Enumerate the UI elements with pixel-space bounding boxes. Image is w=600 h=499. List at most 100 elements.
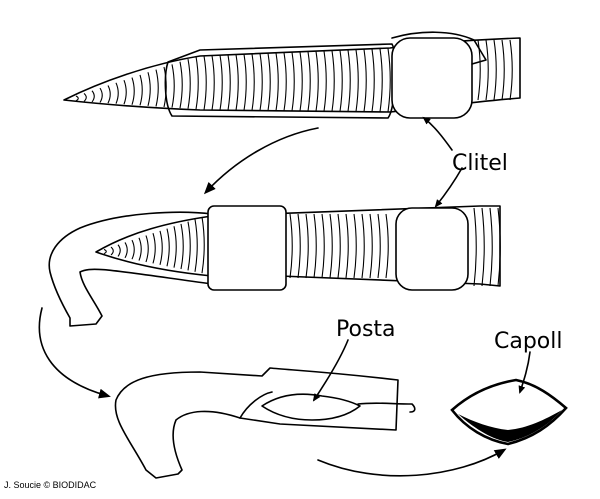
segment-ring — [509, 39, 513, 101]
segment-ring — [355, 49, 359, 112]
process-arrow-2 — [38, 307, 111, 399]
cocoon-tail — [357, 402, 416, 413]
segment-ring — [131, 77, 135, 105]
segment-ring — [243, 54, 247, 111]
segment-ring — [138, 237, 142, 261]
segment-ring — [103, 248, 107, 255]
segment-ring — [283, 52, 287, 111]
segment-ring — [180, 223, 184, 270]
mucus-tube-2 — [48, 211, 213, 327]
segment-ring — [203, 55, 207, 111]
worm-stage-1 — [63, 31, 521, 119]
segment-ring — [347, 49, 351, 112]
process-arrow-1 — [203, 127, 319, 195]
segment-ring — [107, 85, 111, 104]
segment-ring — [305, 213, 309, 279]
segment-ring — [489, 207, 493, 287]
segment-ring — [159, 230, 163, 265]
segment-ring — [297, 213, 301, 279]
process-arrow-3 — [317, 448, 507, 477]
segment-ring — [99, 87, 103, 103]
segment-ring — [377, 213, 381, 279]
segment-ring — [481, 207, 485, 287]
capoll-pointer — [518, 351, 531, 394]
segment-ring — [195, 56, 199, 110]
segment-ring — [152, 233, 156, 264]
segment-ring — [131, 239, 135, 260]
segment-ring — [289, 213, 293, 279]
segment-ring — [194, 219, 198, 272]
segment-ring — [83, 92, 87, 102]
worm-2-segments — [103, 207, 501, 287]
worm-1-segments — [75, 39, 513, 112]
segment-ring — [369, 213, 373, 279]
segment-ring — [251, 53, 255, 111]
segment-ring — [163, 66, 167, 108]
segment-ring — [117, 244, 121, 257]
segment-ring — [235, 54, 239, 111]
mucus-band — [164, 43, 397, 119]
capoll-label: Capoll — [494, 329, 563, 354]
segment-ring — [345, 213, 349, 279]
cocoon-forming — [261, 393, 361, 421]
segment-ring — [307, 51, 311, 112]
segment-ring — [385, 213, 389, 279]
mucus-collar-2 — [207, 205, 287, 291]
segment-ring — [187, 58, 191, 109]
segment-ring — [363, 49, 367, 112]
segment-ring — [379, 48, 383, 112]
segment-ring — [387, 48, 391, 112]
segment-ring — [110, 246, 114, 256]
segment-ring — [139, 74, 143, 106]
worm-1-body — [63, 37, 521, 113]
segment-ring — [353, 213, 357, 279]
segment-ring — [275, 52, 279, 111]
segment-ring — [313, 213, 317, 279]
mucus-tube-stage-3 — [114, 367, 416, 479]
segment-ring — [173, 226, 177, 268]
segment-ring — [321, 213, 325, 279]
segment-ring — [115, 82, 119, 104]
segment-ring — [323, 50, 327, 112]
segment-ring — [473, 207, 477, 287]
mucus-tube-3-inner — [239, 391, 273, 419]
segment-ring — [227, 54, 231, 111]
segment-ring — [493, 39, 497, 101]
segment-ring — [201, 216, 205, 274]
segment-ring — [485, 39, 489, 101]
clitel-pointer-1 — [422, 116, 453, 151]
posta-label: Posta — [336, 317, 396, 342]
segment-ring — [259, 53, 263, 111]
segment-ring — [166, 228, 170, 267]
segment-ring — [361, 213, 365, 279]
clitel-label: Clitel — [452, 151, 508, 176]
clitellum-1-collar — [391, 31, 487, 65]
segment-ring — [179, 61, 183, 109]
segment-ring — [477, 39, 481, 101]
segment-ring — [497, 207, 501, 287]
mucus-tube-3 — [114, 367, 399, 479]
segment-ring — [299, 51, 303, 112]
segment-ring — [371, 49, 375, 112]
segment-ring — [329, 213, 333, 279]
segment-ring — [501, 39, 505, 101]
segment-ring — [75, 95, 79, 102]
segment-ring — [291, 52, 295, 112]
posta-pointer — [312, 339, 349, 402]
segment-ring — [211, 55, 215, 111]
segment-ring — [171, 64, 175, 108]
segment-ring — [339, 50, 343, 112]
clitellum-2 — [395, 207, 469, 291]
segment-ring — [187, 221, 191, 271]
segment-ring — [145, 235, 149, 263]
segment-ring — [219, 55, 223, 111]
segment-ring — [155, 69, 159, 107]
segment-ring — [91, 90, 95, 103]
segment-ring — [315, 51, 319, 112]
clitellum-1 — [391, 37, 473, 119]
segment-ring — [267, 53, 271, 111]
credit-text: J. Soucie © BIODIDAC — [4, 480, 97, 490]
segment-ring — [124, 242, 128, 259]
